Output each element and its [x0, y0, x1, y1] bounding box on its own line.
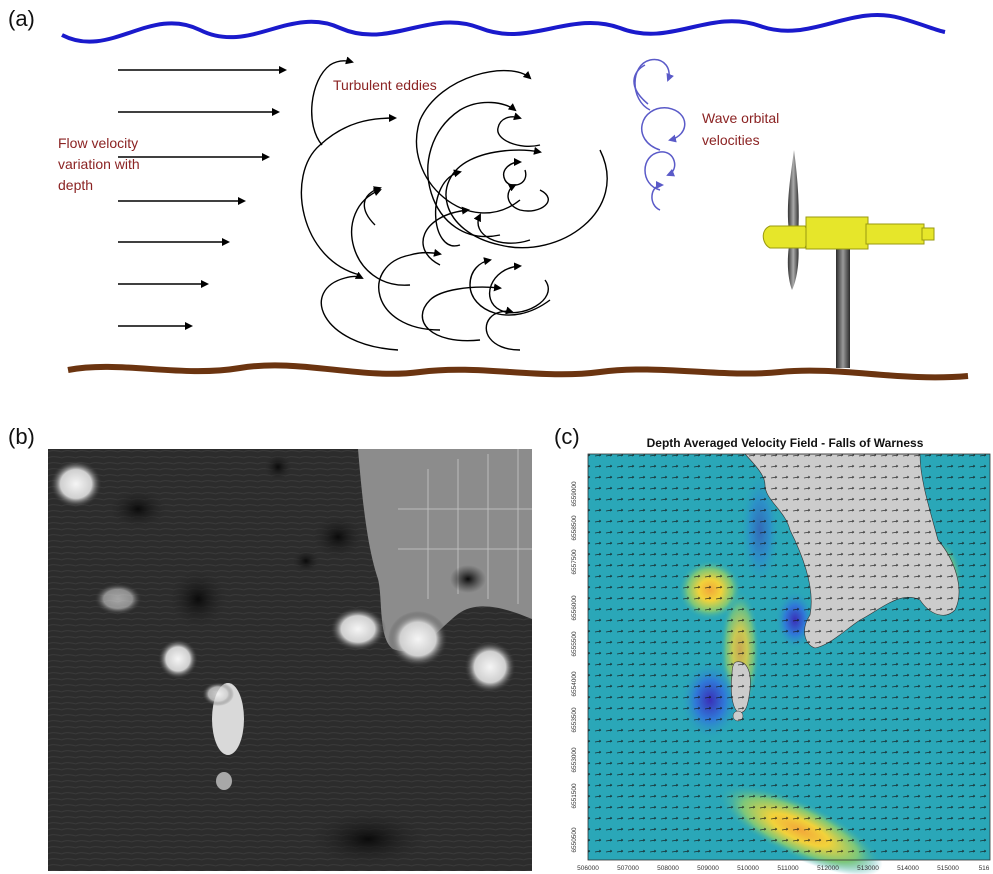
x-tick-10: 516 [979, 865, 990, 872]
wave-orbital-spirals [633, 58, 686, 211]
x-tick-9: 515000 [937, 865, 959, 872]
turbulent-eddies-label: Turbulent eddies [333, 77, 437, 93]
x-tick-2: 508000 [657, 865, 679, 872]
flow-schematic: Flow velocity variation with depth Turbu… [58, 12, 969, 381]
y-tick-6: 6553500 [571, 707, 578, 733]
y-tick-8: 6551500 [571, 783, 578, 809]
y-tick-3: 6556000 [571, 595, 578, 621]
y-tick-4: 6555500 [571, 631, 578, 657]
seabed [67, 362, 969, 381]
turbine-blade-bottom [787, 240, 799, 290]
turbine-blade-top [787, 150, 799, 238]
panel-c-label: (c) [554, 424, 580, 449]
y-tick-7: 6553000 [571, 747, 578, 773]
wave-orbital-label: Wave orbital velocities [702, 110, 783, 148]
turbine-nacelle [805, 216, 869, 250]
x-tick-6: 512000 [817, 865, 839, 872]
turbine-end-cap [921, 227, 935, 241]
x-tick-0: 506000 [577, 865, 599, 872]
x-tick-7: 513000 [857, 865, 879, 872]
x-tick-8: 514000 [897, 865, 919, 872]
flow-velocity-label: Flow velocity variation with depth [58, 135, 144, 193]
x-tick-5: 511000 [777, 865, 799, 872]
y-tick-9: 6550500 [571, 827, 578, 853]
y-tick-2: 6557500 [571, 549, 578, 575]
panel-b-label: (b) [8, 424, 35, 449]
turbulent-eddies [300, 56, 608, 351]
velocity-profile-arrows [118, 66, 287, 330]
turbine-tower [836, 240, 850, 368]
tidal-turbine [762, 150, 935, 368]
x-tick-3: 509000 [697, 865, 719, 872]
y-tick-1: 6558500 [571, 515, 578, 541]
panel-c-title: Depth Averaged Velocity Field - Falls of… [646, 436, 924, 450]
x-tick-1: 507000 [617, 865, 639, 872]
small-islet [216, 772, 232, 790]
y-tick-0: 6559000 [571, 481, 578, 507]
water-surface [61, 12, 946, 44]
x-axis-ticks: 506000 507000 508000 509000 510000 51100… [577, 865, 990, 872]
panel-a-label: (a) [8, 6, 35, 31]
satellite-image [48, 449, 532, 871]
y-axis-ticks: 6559000 6558500 6557500 6556000 6555500 … [571, 481, 578, 853]
turbine-hub [762, 225, 811, 249]
turbine-nacelle-tail [865, 223, 925, 245]
y-tick-5: 6554000 [571, 671, 578, 697]
x-tick-4: 510000 [737, 865, 759, 872]
velocity-field-map: 6559000 6558500 6557500 6556000 6555500 … [571, 453, 991, 874]
